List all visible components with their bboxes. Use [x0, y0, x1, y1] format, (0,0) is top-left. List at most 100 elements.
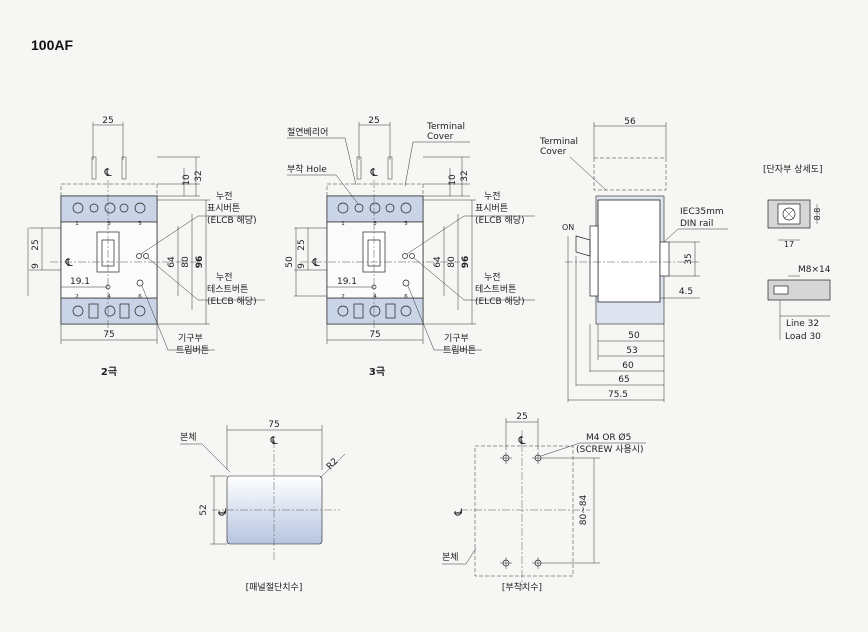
terminal-screw: [72, 305, 84, 317]
pole-number: 4: [373, 294, 377, 300]
terminal-screw: [89, 203, 99, 213]
leader-line: [147, 257, 199, 301]
centerline-symbol: ℄: [311, 256, 319, 269]
dim-60: 60: [622, 361, 634, 371]
centerline-symbol: ℄: [269, 434, 277, 447]
terminal-cover-outline: [326, 183, 424, 197]
detail-terminal-bottom: [767, 279, 831, 301]
note-trip-1: 기구부: [178, 333, 203, 344]
dim-8-8: 8.8: [813, 208, 822, 221]
dim-50: 50: [285, 256, 295, 268]
terminal-cover-outline: [60, 183, 158, 197]
centerline-symbol: ℄: [216, 508, 229, 516]
panel-body-label: 본체: [180, 432, 197, 443]
panel-cutout: 75 ℄ 52 ℄ R2 본체 [패널절단치수]: [180, 420, 346, 593]
pole-number: 6: [138, 294, 142, 300]
dim-4-5: 4.5: [679, 287, 693, 297]
terminal-screw: [385, 203, 395, 213]
pole-number: 3: [373, 221, 377, 227]
dim-64: 64: [433, 256, 443, 268]
side-view: 56 Terminal Cover ON IEC35mm DIN rail 35…: [539, 117, 728, 402]
drawing-title: 100AF: [31, 37, 73, 53]
leader-line: [140, 215, 199, 255]
dim-50: 50: [628, 331, 640, 341]
din-rail-clip: [659, 241, 670, 277]
terminal-slot: [88, 303, 99, 319]
dim-56: 56: [624, 117, 636, 127]
side-handle: [575, 235, 591, 257]
note-elcb-indicator-3: (ELCB 해당): [475, 215, 525, 226]
note-elcb-test-2: 테스트버튼: [475, 284, 516, 295]
side-body: [597, 199, 661, 303]
elcb-test-button: [409, 253, 415, 259]
trip-button: [136, 279, 144, 287]
leader-line: [540, 442, 581, 457]
terminal-screw: [72, 202, 84, 214]
detail-line: Line 32: [786, 319, 819, 329]
leader-line: [319, 453, 346, 479]
detail-screw: M8×14: [798, 265, 831, 275]
front-view-2pole: 1 3 5 2 4 6 ℄ ℄ 25 10 32 64 80: [27, 116, 265, 378]
note-elcb-test-1: 누전: [484, 272, 501, 283]
leader-line: [663, 228, 679, 243]
panel-radius: R2: [325, 457, 341, 473]
side-terminal-cover: [593, 157, 667, 191]
pole-number: 1: [75, 221, 79, 227]
terminal-slot: [385, 303, 396, 319]
bottom-terminal-block: [60, 297, 158, 325]
note-elcb-test-1: 누전: [216, 272, 233, 283]
side-label-on: ON: [562, 223, 574, 232]
terminal-screw: [134, 305, 146, 317]
panel-caption: [패널절단치수]: [246, 581, 303, 593]
cross-mark: [783, 208, 795, 220]
dim-65: 65: [618, 375, 629, 385]
note-elcb-test-3: (ELCB 해당): [475, 296, 525, 307]
dim-75-5: 75.5: [608, 390, 628, 400]
detail-screw-body: [773, 285, 789, 295]
mount-dim-25: 25: [516, 412, 527, 422]
dim-9: 9: [31, 263, 41, 269]
note-trip-2: 트립버튼: [443, 345, 476, 356]
dim-53: 53: [626, 346, 637, 356]
dim-9: 9: [297, 263, 307, 269]
top-terminal-block: [326, 195, 424, 223]
detail-bolt-head: [782, 207, 796, 221]
side-label-terminal-2: Cover: [540, 147, 567, 157]
note-elcb-indicator-2: 표시버튼: [475, 203, 508, 214]
panel-dim-75: 75: [268, 420, 279, 430]
terminal-screw: [369, 305, 381, 317]
elcb-test-button: [143, 253, 149, 259]
note-elcb-indicator-1: 누전: [216, 191, 233, 202]
leader-line: [404, 141, 414, 187]
note-elcb-indicator-3: (ELCB 해당): [207, 215, 257, 226]
pole-number: 5: [138, 221, 142, 227]
terminal-screw: [400, 305, 412, 317]
caption-2pole: 2극: [101, 366, 117, 378]
dim-96: 96: [461, 256, 471, 269]
dim-75: 75: [103, 330, 114, 340]
front-view-3pole: 1 3 5 2 4 6 ℄ ℄ 25 절연베리어 부착 Hole Termina…: [285, 116, 535, 378]
terminal-screw: [337, 202, 349, 214]
leader-line: [406, 215, 465, 255]
terminal-screw: [354, 203, 364, 213]
terminal-screw: [369, 202, 381, 214]
leader-line: [569, 156, 607, 191]
pole-number: 3: [107, 221, 111, 227]
terminal-screw: [119, 203, 129, 213]
dim-96: 96: [195, 256, 205, 269]
label-terminal-cover-1: Terminal: [426, 122, 465, 132]
pole-number: 2: [341, 294, 345, 300]
terminal-screw: [134, 202, 146, 214]
side-handle-base: [589, 225, 599, 297]
detail-load: Load 30: [785, 332, 821, 342]
dim-25: 25: [102, 116, 113, 126]
leader-line: [201, 443, 231, 473]
label-mounting-hole: 부착 Hole: [287, 164, 327, 175]
leader-line: [335, 174, 360, 206]
top-terminal-block: [60, 195, 158, 223]
dim-35: 35: [684, 253, 694, 264]
label-insulation-barrier: 절연베리어: [287, 126, 328, 138]
note-elcb-test-3: (ELCB 해당): [207, 296, 257, 307]
dim-19-1: 19.1: [70, 277, 90, 287]
